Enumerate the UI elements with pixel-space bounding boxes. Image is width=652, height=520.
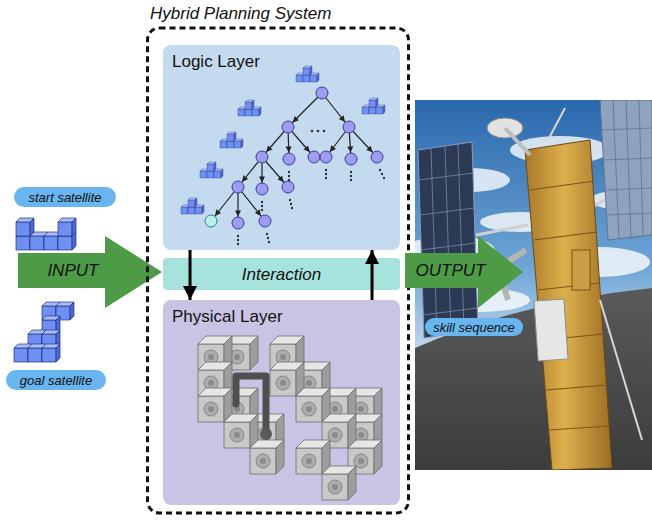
- system-title: Hybrid Planning System: [150, 4, 331, 24]
- node-label: goal satellite: [20, 374, 92, 387]
- arrow-polygon: [18, 236, 162, 308]
- system-frame: Hybrid Planning SystemLogic LayerInterac…: [146, 4, 410, 516]
- node-label: Physical Layer: [172, 307, 283, 327]
- satellite-tag: goal satellite: [6, 370, 106, 390]
- modular-satellite-model: [198, 336, 382, 500]
- satellite-tag: start satellite: [14, 187, 116, 207]
- interaction-band: Interaction: [163, 258, 400, 290]
- earth-scene: [415, 100, 652, 470]
- arrow-polygon: [405, 236, 523, 308]
- node-label: skill sequence: [433, 321, 515, 334]
- arrow-label: OUTPUT: [405, 253, 496, 288]
- search-tree: [181, 66, 385, 245]
- node-label: start satellite: [29, 191, 102, 204]
- satellite-body: [487, 108, 642, 470]
- layer-box: Logic Layer: [163, 45, 400, 250]
- solar-panel: [418, 100, 652, 338]
- layer-box: Physical Layer: [163, 300, 400, 505]
- node-label: Interaction: [242, 266, 321, 283]
- interaction-arrow: [371, 250, 374, 300]
- arrow-label: INPUT: [18, 253, 128, 288]
- skill-tag: skill sequence: [425, 318, 523, 336]
- node-label: Logic Layer: [172, 52, 260, 72]
- interaction-arrow: [189, 250, 192, 300]
- dashed-frame-outline: [148, 28, 409, 513]
- output-arrow: OUTPUT: [405, 236, 523, 308]
- start-satellite-cubes: [16, 218, 76, 250]
- input-arrow: INPUT: [18, 236, 162, 308]
- goal-satellite-cubes: [14, 302, 74, 362]
